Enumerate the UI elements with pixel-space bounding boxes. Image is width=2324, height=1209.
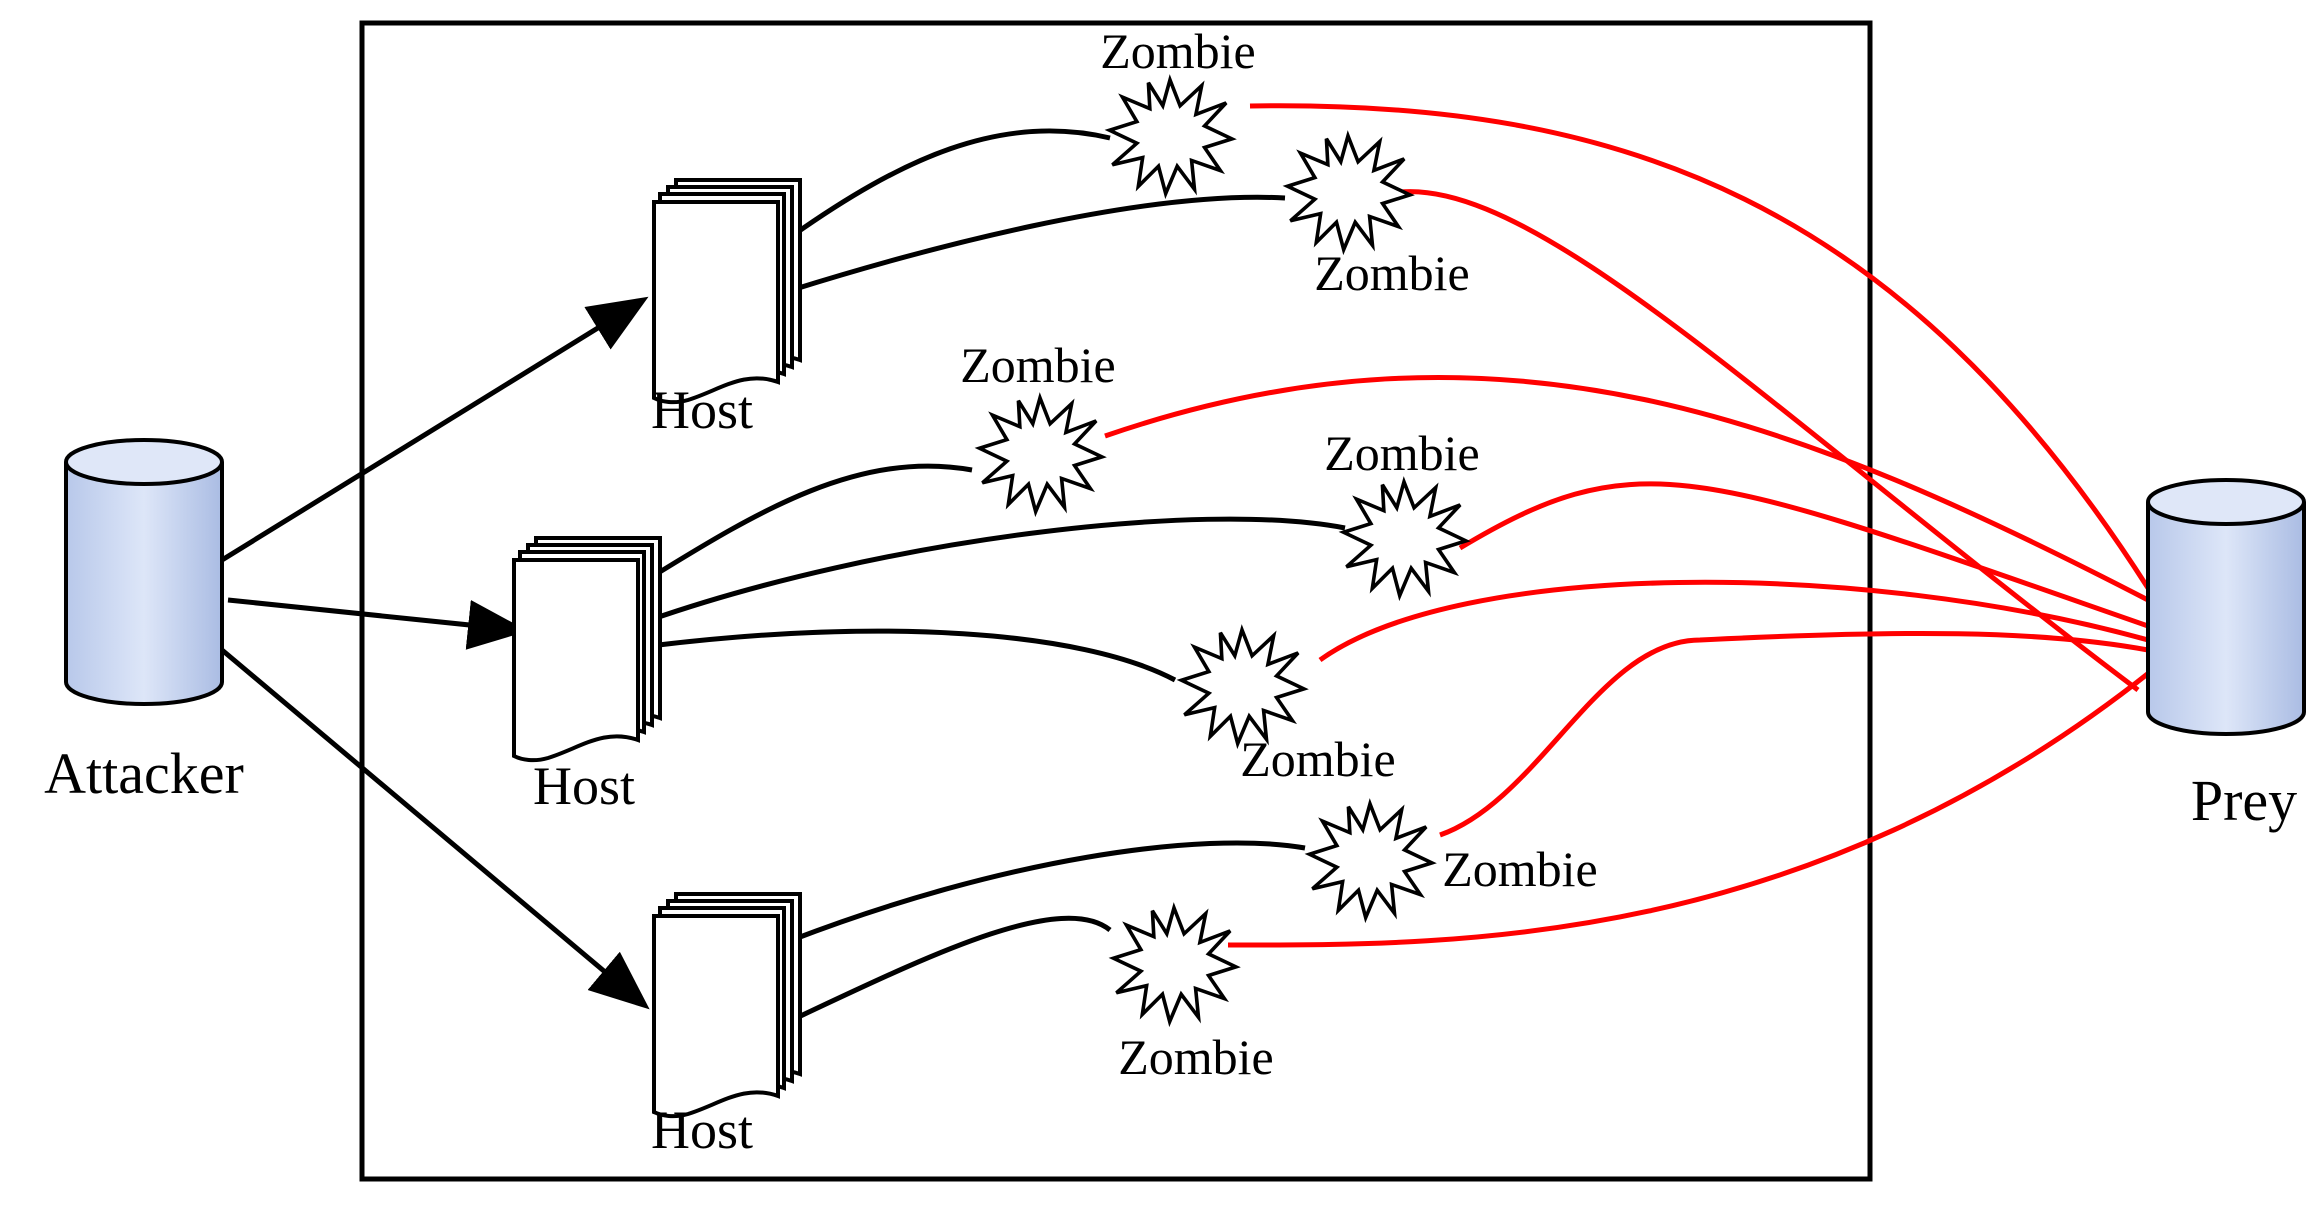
zombie-prey-floods — [1104, 103, 2152, 948]
link-host2-zombie5 — [649, 628, 1177, 683]
host-1: Host — [651, 178, 802, 440]
flood-zombie3 — [1104, 374, 2150, 603]
flood-zombie5 — [1318, 579, 2149, 663]
burst-icon — [1179, 628, 1306, 746]
host-label: Host — [651, 1100, 753, 1160]
burst-icon — [1111, 906, 1238, 1024]
attacker-label: Attacker — [44, 741, 244, 806]
burst-icon — [1285, 134, 1412, 252]
zombie-label: Zombie — [960, 337, 1116, 393]
arrow-to-host-1 — [220, 296, 649, 563]
zombie-label: Zombie — [1314, 245, 1470, 301]
database-cylinder-icon — [64, 438, 224, 706]
burst-icon — [1341, 480, 1468, 598]
burst-icon — [1307, 802, 1434, 920]
link-host2-zombie3 — [648, 463, 973, 581]
prey-node: Prey — [2146, 478, 2306, 833]
burst-icon — [1107, 78, 1234, 196]
document-stack-icon — [652, 178, 802, 405]
host-2: Host — [512, 536, 662, 816]
zombie-label: Zombie — [1442, 841, 1598, 897]
link-host2-zombie4 — [649, 516, 1346, 623]
zombie-5: Zombie — [1179, 628, 1396, 787]
flood-zombie1 — [1249, 103, 2151, 590]
flood-zombie7 — [1227, 670, 2152, 948]
link-host3-zombie7 — [790, 915, 1112, 1023]
zombie-7: Zombie — [1111, 906, 1274, 1085]
flood-zombie4 — [1458, 481, 2149, 629]
link-host1-zombie2 — [791, 194, 1286, 293]
host-label: Host — [651, 380, 753, 440]
database-cylinder-icon — [2146, 478, 2306, 736]
zombie-label: Zombie — [1100, 23, 1256, 79]
document-stack-icon — [512, 536, 662, 763]
flood-zombie2 — [1399, 189, 2140, 692]
link-host3-zombie6 — [791, 840, 1306, 943]
attacker-host-arrows — [220, 296, 650, 1010]
link-host1-zombie1 — [790, 128, 1111, 239]
zombie-4: Zombie — [1324, 425, 1480, 598]
prey-label: Prey — [2191, 768, 2297, 833]
zombie-1: Zombie — [1100, 23, 1256, 196]
zombie-3: Zombie — [960, 337, 1116, 514]
zombie-6: Zombie — [1307, 802, 1598, 920]
zombie-label: Zombie — [1118, 1029, 1274, 1085]
arrow-to-host-2 — [227, 597, 528, 650]
document-stack-icon — [652, 892, 802, 1119]
arrow-to-host-3 — [220, 648, 650, 1010]
network-boundary — [359, 20, 1873, 1182]
flood-zombie6 — [1439, 630, 2149, 838]
zombie-2: Zombie — [1285, 134, 1470, 301]
host-label: Host — [533, 756, 635, 816]
zombie-label: Zombie — [1240, 731, 1396, 787]
burst-icon — [977, 396, 1104, 514]
host-zombie-links — [648, 128, 1346, 1023]
zombie-label: Zombie — [1324, 425, 1480, 481]
attacker-node: Attacker — [44, 438, 244, 806]
host-3: Host — [651, 892, 802, 1160]
